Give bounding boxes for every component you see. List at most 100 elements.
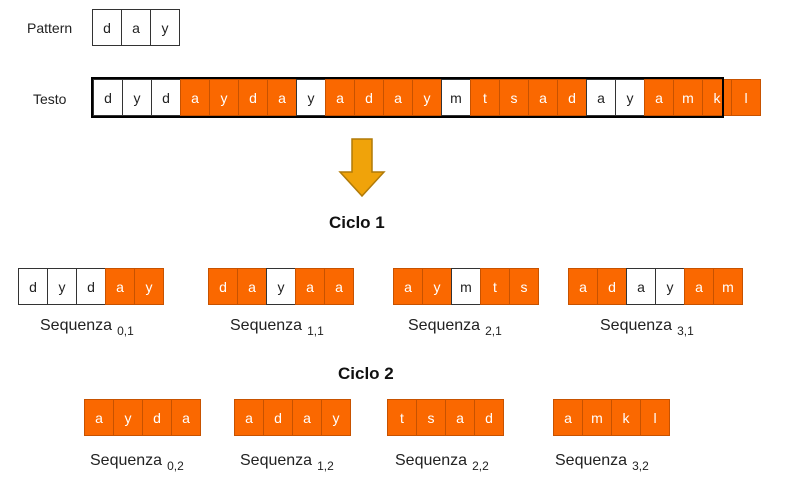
sequence-cell-highlighted: l	[640, 399, 670, 436]
sequence-cell-highlighted: y	[422, 268, 452, 305]
sequence-cell-highlighted: a	[171, 399, 201, 436]
sequence-cell-highlighted: t	[387, 399, 417, 436]
pattern-label: Pattern	[27, 20, 73, 36]
sequence-cell-highlighted: a	[553, 399, 583, 436]
sequence-cell-highlighted: d	[142, 399, 172, 436]
sequence-name: Sequenza	[395, 452, 468, 469]
sequence-cell-highlighted: a	[568, 268, 598, 305]
text-cell-highlighted: a	[383, 79, 413, 116]
sequence-cell-highlighted: m	[713, 268, 743, 305]
text-cell-highlighted: a	[325, 79, 355, 116]
pattern-cell: d	[92, 9, 122, 46]
sequence-name: Sequenza	[555, 452, 628, 469]
text-cell-highlighted: s	[499, 79, 529, 116]
text-cell-highlighted: y	[209, 79, 239, 116]
text-cell-highlighted: a	[644, 79, 674, 116]
text-cell-highlighted: k	[702, 79, 732, 116]
sequence-subscript: 1,1	[307, 324, 324, 338]
sequence-cell-highlighted: y	[113, 399, 143, 436]
sequence-cell: d	[18, 268, 48, 305]
text-cell-highlighted: d	[557, 79, 587, 116]
text-cell-highlighted: t	[470, 79, 500, 116]
sequence-cell: y	[266, 268, 296, 305]
sequence-label: Sequenza 1,1	[230, 317, 324, 338]
text-cell-highlighted: y	[412, 79, 442, 116]
sequence-subscript: 3,2	[632, 459, 649, 473]
text-cell-highlighted: a	[180, 79, 210, 116]
sequence-cell-highlighted: k	[611, 399, 641, 436]
sequence-label: Sequenza 3,1	[600, 317, 694, 338]
sequence-name: Sequenza	[90, 452, 163, 469]
sequence-cell: m	[451, 268, 481, 305]
sequence-cell-highlighted: t	[480, 268, 510, 305]
sequence-cell: y	[47, 268, 77, 305]
sequence-cell-highlighted: a	[684, 268, 714, 305]
sequence-label: Sequenza 2,1	[408, 317, 502, 338]
sequence-cell-highlighted: a	[234, 399, 264, 436]
text-cell-highlighted: l	[731, 79, 761, 116]
sequence-subscript: 2,1	[485, 324, 502, 338]
sequence-cell-highlighted: a	[105, 268, 135, 305]
sequence-subscript: 1,2	[317, 459, 334, 473]
text-cell: d	[151, 79, 181, 116]
sequence-cell-highlighted: a	[393, 268, 423, 305]
sequence-subscript: 2,2	[472, 459, 489, 473]
text-cell-highlighted: m	[673, 79, 703, 116]
down-arrow-icon	[338, 138, 386, 198]
text-cell-highlighted: d	[354, 79, 384, 116]
sequence-label: Sequenza 0,2	[90, 452, 184, 473]
sequence-cell-highlighted: a	[295, 268, 325, 305]
text-label: Testo	[33, 91, 67, 107]
text-cell: a	[586, 79, 616, 116]
sequence-subscript: 0,1	[117, 324, 134, 338]
sequence-cell-highlighted: d	[263, 399, 293, 436]
sequence-name: Sequenza	[40, 317, 113, 334]
sequence-name: Sequenza	[600, 317, 673, 334]
cycle1-title: Ciclo 1	[329, 213, 385, 232]
sequence-cell-highlighted: a	[324, 268, 354, 305]
sequence-cell-highlighted: y	[321, 399, 351, 436]
sequence-label: Sequenza 0,1	[40, 317, 134, 338]
sequence-label: Sequenza 1,2	[240, 452, 334, 473]
sequence-label: Sequenza 3,2	[555, 452, 649, 473]
text-cell: d	[93, 79, 123, 116]
text-cell: y	[122, 79, 152, 116]
sequence-name: Sequenza	[408, 317, 481, 334]
sequence-cell-highlighted: a	[237, 268, 267, 305]
sequence-cell: a	[626, 268, 656, 305]
sequence-cell-highlighted: s	[509, 268, 539, 305]
sequence-cell-highlighted: a	[445, 399, 475, 436]
sequence-cell-highlighted: d	[597, 268, 627, 305]
sequence-cell-highlighted: a	[84, 399, 114, 436]
sequence-name: Sequenza	[240, 452, 313, 469]
sequence-subscript: 0,2	[167, 459, 184, 473]
text-cell: y	[296, 79, 326, 116]
text-cell-highlighted: d	[238, 79, 268, 116]
sequence-cell-highlighted: d	[208, 268, 238, 305]
sequence-label: Sequenza 2,2	[395, 452, 489, 473]
text-cell: y	[615, 79, 645, 116]
sequence-name: Sequenza	[230, 317, 303, 334]
sequence-cell-highlighted: a	[292, 399, 322, 436]
sequence-subscript: 3,1	[677, 324, 694, 338]
sequence-cell: y	[655, 268, 685, 305]
pattern-cell: a	[121, 9, 151, 46]
text-cell: m	[441, 79, 471, 116]
text-cell-highlighted: a	[267, 79, 297, 116]
sequence-cell-highlighted: s	[416, 399, 446, 436]
text-cell-highlighted: a	[528, 79, 558, 116]
pattern-cell: y	[150, 9, 180, 46]
sequence-cell-highlighted: y	[134, 268, 164, 305]
sequence-cell: d	[76, 268, 106, 305]
sequence-cell-highlighted: m	[582, 399, 612, 436]
